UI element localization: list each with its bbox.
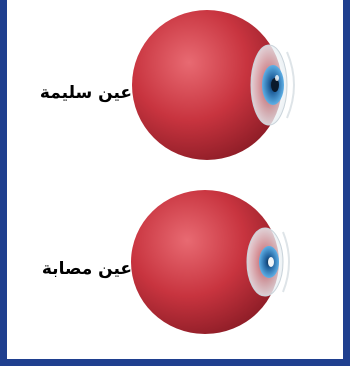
affected-eye-label: عين مصابة [42, 259, 132, 279]
eyes-illustration [7, 0, 343, 359]
affected-eye [131, 190, 289, 334]
healthy-eye [132, 10, 294, 160]
healthy-eye-label: عين سليمة [40, 83, 132, 103]
affected-pupil [268, 257, 274, 267]
diagram-panel: عين سليمة عين مصابة [7, 0, 343, 359]
